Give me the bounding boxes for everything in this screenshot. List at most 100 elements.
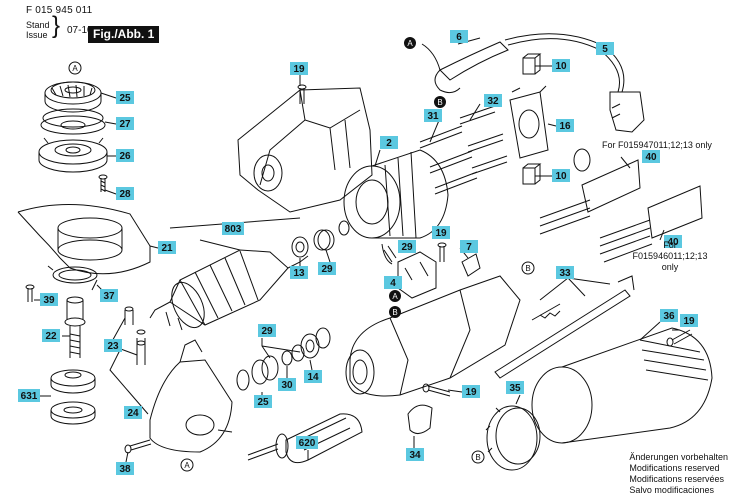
callout-box [424, 109, 442, 122]
stand-issue-label: Stand Issue [26, 20, 50, 40]
callout-box [398, 240, 416, 253]
callout-number: 19 [683, 316, 695, 327]
bevel-gear-25 [44, 81, 102, 113]
callout-c27: 27 [116, 117, 134, 130]
callout-c30: 30 [278, 378, 296, 391]
callout-number: 40 [645, 152, 657, 163]
screw-19-mid [437, 242, 447, 262]
screw-39 [25, 284, 35, 302]
callout-c40a: 40 [642, 150, 660, 163]
callout-c19c: 19 [462, 385, 480, 398]
field-winding-2 [343, 149, 449, 239]
callout-number: 23 [107, 341, 119, 352]
electronic-module-40-b [599, 185, 703, 263]
callout-number: 25 [257, 397, 269, 408]
callout-number: 19 [465, 387, 477, 398]
svg-text:B: B [437, 98, 442, 107]
ref-b-cable: B [434, 96, 446, 108]
callout-c631: 631 [18, 389, 40, 402]
callout-number: 26 [119, 151, 131, 162]
callout-c6: 6 [450, 30, 468, 43]
callout-box [642, 150, 660, 163]
callout-c22: 22 [42, 329, 60, 342]
callout-c39: 39 [40, 293, 58, 306]
switch-actuator-29 [381, 243, 397, 265]
svg-text:A: A [72, 64, 78, 73]
ref-a-mid: A [389, 290, 401, 302]
ref-a-cable: A [404, 37, 416, 49]
bearing-group-29-lower [236, 327, 331, 391]
callout-box [278, 378, 296, 391]
motor-housing-main [345, 275, 521, 397]
callout-box [100, 289, 118, 302]
callout-box [42, 329, 60, 342]
callout-box [40, 293, 58, 306]
screw-38 [124, 439, 152, 454]
callout-box [304, 370, 322, 383]
callout-box [116, 91, 134, 104]
callout-c16: 16 [556, 119, 574, 132]
callout-number: 25 [119, 93, 131, 104]
callout-box [660, 309, 678, 322]
callout-box [116, 149, 134, 162]
svg-text:B: B [525, 264, 530, 273]
callout-box [116, 187, 134, 200]
pins-23 [124, 306, 146, 365]
stand-label: Stand [26, 20, 50, 30]
spindle-22 [64, 296, 86, 358]
callout-number: 29 [321, 264, 333, 275]
callout-c10a: 10 [552, 59, 570, 72]
callout-box [664, 235, 682, 248]
callout-c25a: 25 [116, 91, 134, 104]
variant-note-2-line2: F015946011;12;13 [633, 251, 708, 261]
callout-number: 16 [559, 121, 571, 132]
callout-box [552, 59, 570, 72]
callout-number: 35 [509, 383, 521, 394]
callout-c26: 26 [116, 149, 134, 162]
cable-guard-6 [421, 41, 509, 94]
ref-b-right: B [521, 261, 535, 275]
bearing-13 [291, 236, 309, 258]
callout-c24: 24 [124, 406, 142, 419]
brace-glyph: } [52, 12, 61, 39]
callout-box [380, 136, 398, 149]
callout-number: 13 [293, 268, 305, 279]
callout-c37: 37 [100, 289, 118, 302]
gear-housing-24 [149, 339, 233, 453]
callout-number: 38 [119, 464, 131, 475]
callout-c19d: 19 [680, 314, 698, 327]
callout-number: 4 [390, 278, 396, 289]
part-drawings [17, 33, 713, 471]
callout-c4: 4 [384, 276, 402, 289]
ref-b-mid: B [389, 306, 401, 318]
callout-number: 32 [487, 96, 499, 107]
callout-box [552, 169, 570, 182]
callout-c19b: 19 [432, 226, 450, 239]
callout-c25b: 25 [254, 395, 272, 408]
brush-holder-frame-16 [509, 85, 549, 159]
callout-number: 33 [559, 268, 571, 279]
callout-number: 36 [663, 311, 675, 322]
ref-a-top: A [68, 61, 82, 75]
svg-text:A: A [392, 292, 398, 301]
callout-box [104, 339, 122, 352]
callout-number: 31 [427, 111, 439, 122]
carbon-brush-10-lower [522, 163, 542, 185]
switch-knob-34 [407, 404, 433, 434]
footer-line-en: Modifications reserved [629, 463, 720, 473]
document-number: F 015 945 011 [26, 5, 93, 16]
callout-number: 10 [555, 61, 567, 72]
callout-box [222, 222, 244, 235]
handle-sleeve-36 [531, 327, 713, 444]
callout-number: 21 [161, 243, 173, 254]
footer-line-fr: Modifications reservées [629, 474, 724, 484]
issue-date: 07-10-08 [67, 25, 107, 36]
power-cable-5 [504, 33, 645, 133]
callout-number: 22 [45, 331, 57, 342]
callout-number: 803 [225, 224, 242, 235]
figure-label: Fig./Abb. 1 [88, 26, 160, 43]
variant-note-1: For F015947011;12;13 only [602, 140, 712, 150]
callout-number: 6 [456, 32, 462, 43]
callout-box [506, 381, 524, 394]
